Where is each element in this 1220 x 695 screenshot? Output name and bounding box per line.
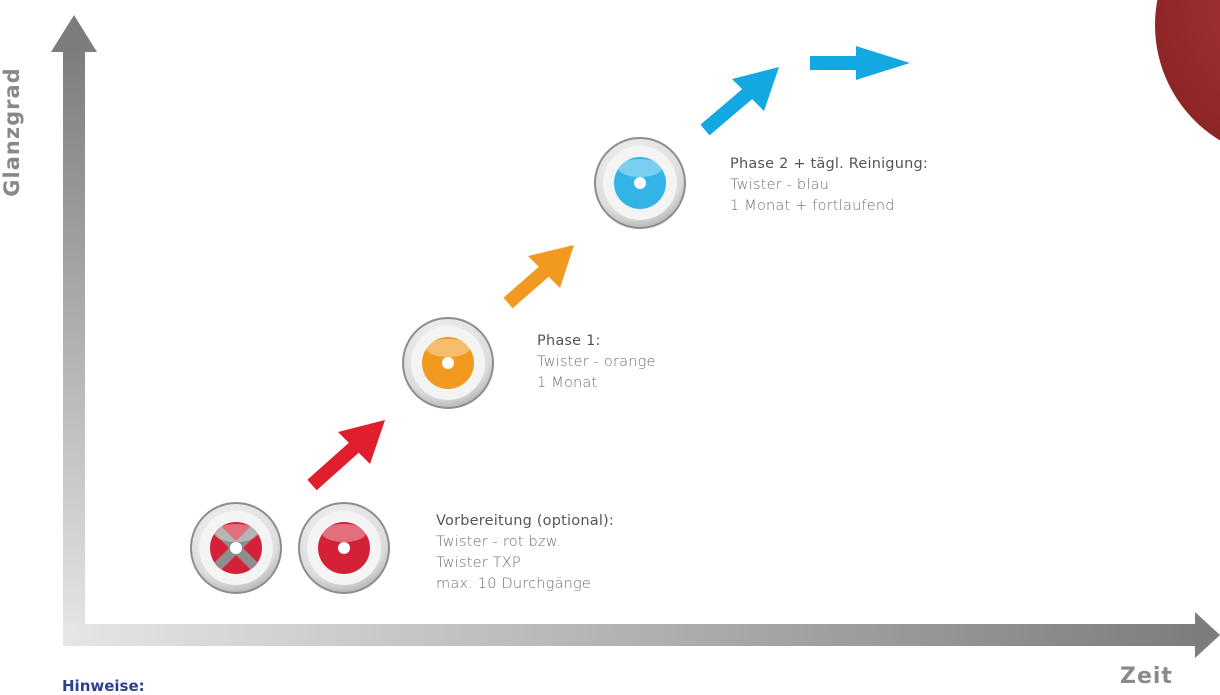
arrow-blue-horizontal — [810, 46, 910, 80]
y-axis — [51, 15, 97, 640]
stage-preparation-label: Vorbereitung (optional): Twister - rot b… — [436, 511, 614, 595]
arrow-blue-diagonal — [700, 67, 779, 136]
pad-red-icon — [298, 502, 390, 594]
stage-phase2-line: Twister - blau — [730, 177, 830, 193]
arrow-red — [307, 420, 385, 491]
stage-phase1-line: 1 Monat — [537, 375, 598, 391]
pad-blue-icon — [594, 137, 686, 229]
stage-preparation-line: max. 10 Durchgänge — [436, 576, 592, 592]
stage-phase2-title: Phase 2 + tägl. Reinigung: — [730, 156, 928, 172]
arrow-orange — [503, 245, 574, 309]
stage-phase2-label: Phase 2 + tägl. Reinigung: Twister - bla… — [730, 154, 928, 217]
stage-phase1-title: Phase 1: — [537, 333, 601, 349]
x-axis-label: Zeit — [1120, 664, 1173, 689]
stage-phase2-line: 1 Monat + fortlaufend — [730, 198, 895, 214]
y-axis-label: Glanzgrad — [0, 67, 24, 197]
pad-txp-icon — [190, 502, 282, 594]
corner-disc — [1155, 0, 1220, 141]
stage-preparation-title: Vorbereitung (optional): — [436, 513, 614, 529]
notes-heading: Hinweise: — [62, 677, 145, 695]
stage-phase1-line: Twister - orange — [537, 354, 656, 370]
stage-phase1-label: Phase 1: Twister - orange 1 Monat — [537, 331, 656, 394]
stage-preparation-line: Twister - rot bzw. — [436, 534, 562, 550]
x-axis — [63, 612, 1220, 658]
stage-preparation-line: Twister TXP — [436, 555, 521, 571]
pad-orange-icon — [402, 317, 494, 409]
